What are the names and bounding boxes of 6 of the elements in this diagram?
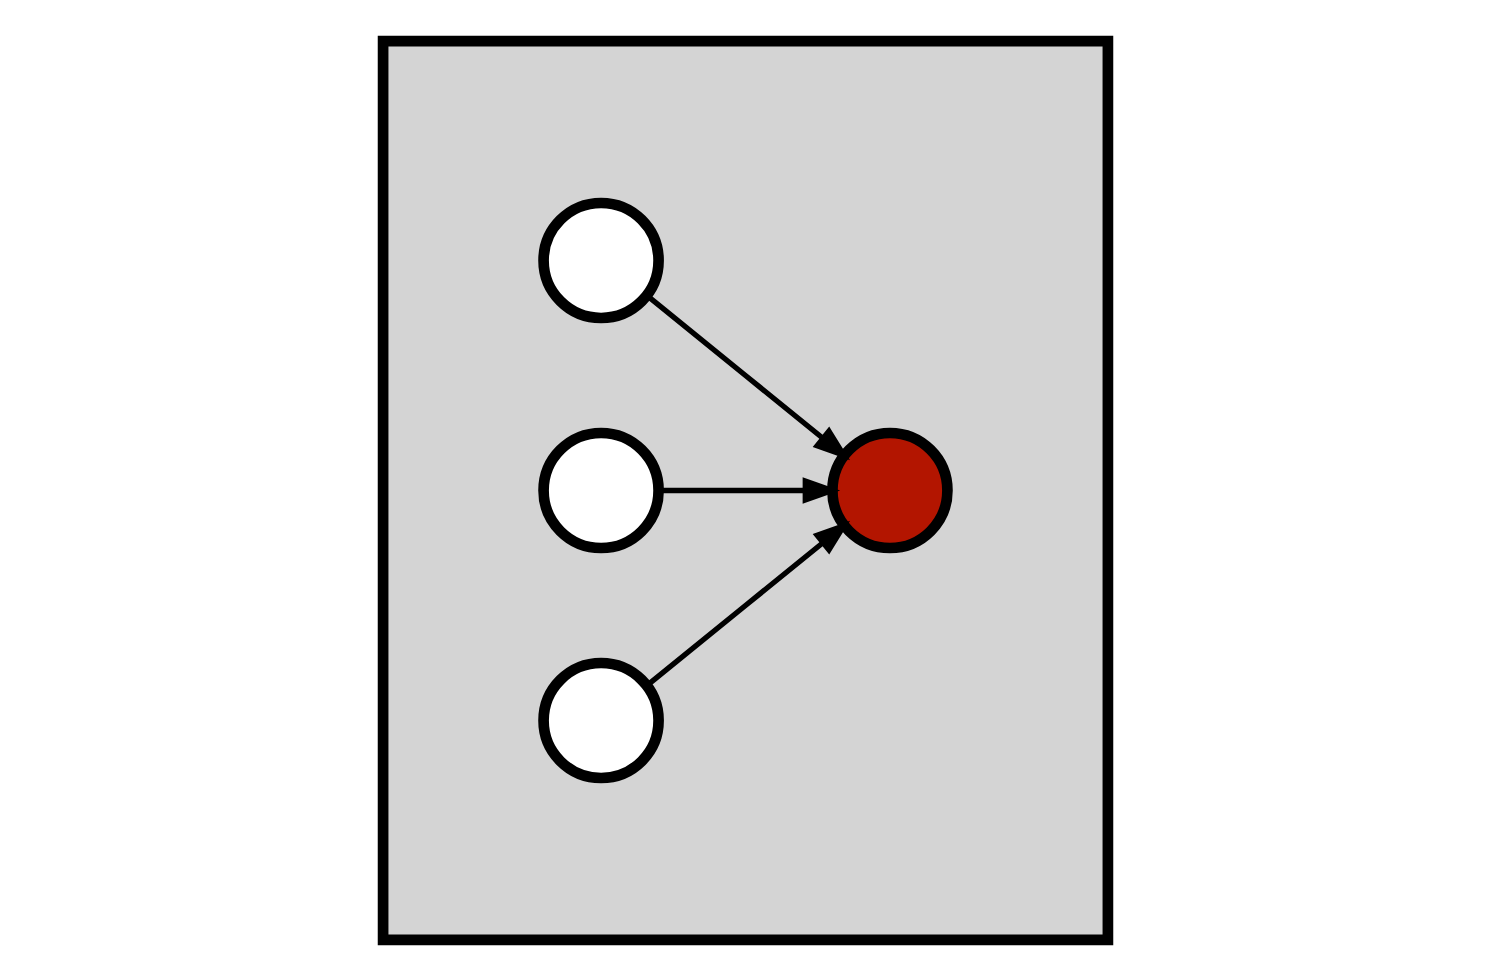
- node-circle: [537, 657, 664, 783]
- cluster: [377, 35, 1113, 945]
- node-circle: [537, 427, 664, 553]
- arrow: [658, 476, 840, 504]
- node-circle: [826, 427, 953, 553]
- node-circle: [537, 197, 664, 323]
